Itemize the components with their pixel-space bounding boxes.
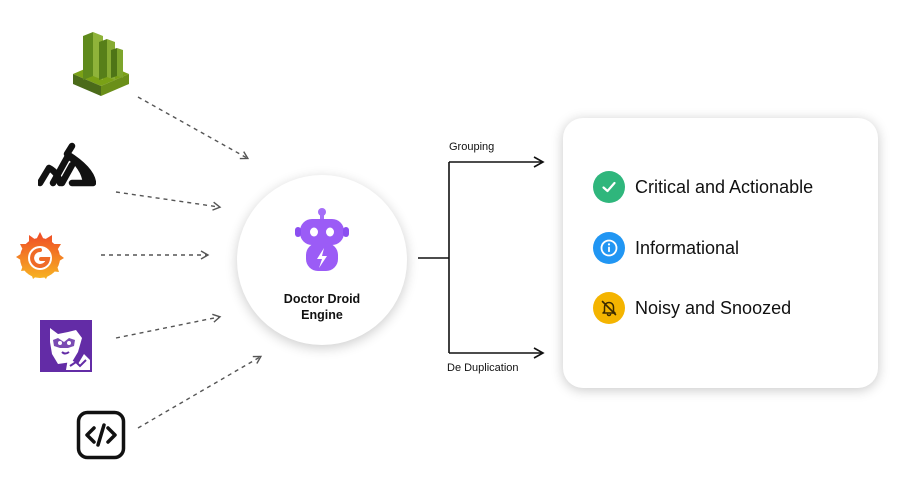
grafana-icon bbox=[14, 228, 66, 284]
dashed-arrow-code bbox=[137, 355, 263, 429]
dashed-arrow-datadog bbox=[115, 313, 222, 339]
bell-off-icon bbox=[593, 292, 625, 324]
engine-title-line1: Doctor Droid bbox=[283, 292, 361, 306]
output-label: Informational bbox=[635, 237, 740, 258]
dashed-arrow-cloudwatch bbox=[137, 96, 250, 160]
output-label: Noisy and Snoozed bbox=[635, 297, 792, 318]
output-item-critical: Critical and Actionable bbox=[593, 170, 813, 204]
dashed-arrow-sentry bbox=[115, 191, 222, 211]
doctor-droid-engine: Doctor Droid Engine bbox=[237, 175, 407, 345]
datadog-icon bbox=[38, 318, 94, 374]
sentry-icon bbox=[36, 137, 97, 187]
engine-title-line2: Engine bbox=[301, 308, 343, 322]
info-icon bbox=[593, 232, 625, 264]
code-icon bbox=[76, 410, 126, 460]
grouping-label: Grouping bbox=[449, 141, 495, 153]
deduplication-label: De Duplication bbox=[447, 362, 519, 374]
output-item-noisy: Noisy and Snoozed bbox=[593, 291, 791, 325]
output-item-informational: Informational bbox=[593, 231, 739, 265]
aws-cloudwatch-icon bbox=[73, 30, 129, 96]
check-icon bbox=[593, 171, 625, 203]
robot-icon bbox=[292, 207, 352, 275]
alert-categories-card: Critical and Actionable Informational bbox=[563, 118, 878, 388]
output-label: Critical and Actionable bbox=[635, 176, 814, 197]
